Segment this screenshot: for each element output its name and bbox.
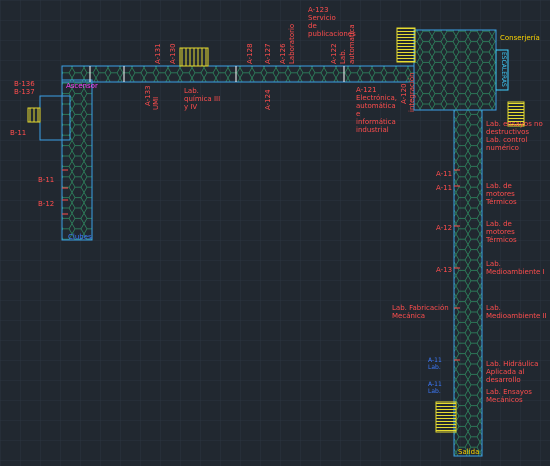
lab-quimica-line1: Lab. [184,87,199,95]
lab-ensmec-line2: Mecánicos [486,396,523,404]
lab-medio2-line2: Medioambiente II [486,312,547,320]
room-label-a121-sub4: informática [356,118,396,126]
blue-label-b: A-11 [428,381,442,388]
room-label-a122-sub2: automatica [348,24,356,64]
lab-hidra-line3: desarrollo [486,376,521,384]
stair-west [27,107,41,123]
stair-east [507,101,525,127]
lab-fab-line2: Mecánica [392,312,425,320]
elevator-label: Ascensor [66,82,98,90]
room-label-a123-sub1: Servicio [308,14,336,22]
blue-label-a-sub: Lab. [428,364,441,371]
room-label-a120-sub: integración [408,72,416,112]
west-corridor [61,79,93,241]
blue-label-a: A-11 [428,357,442,364]
east-corridor [453,109,483,457]
room-label-b12: B-12 [38,200,54,208]
lab-control-line1: Lab. control [486,136,527,144]
lab-motores2-line2: motores [486,228,515,236]
stair-lobby [396,27,416,63]
lab-hidra-line2: Aplicada al [486,368,525,376]
main-corridor [61,65,415,83]
room-label-a120: A-120 [400,83,408,104]
lab-medio1-line2: Medioambiente I [486,268,545,276]
room-label-a123: A-123 [308,6,329,14]
door-ticks [89,66,345,82]
room-label-b11b: B-11 [38,176,54,184]
lab-motores1-line3: Térmicos [485,198,517,206]
room-label-a123-sub2: de [308,22,317,30]
room-label-b137: B-137 [14,88,35,96]
stair-north [179,47,209,67]
room-label-a121-sub5: industrial [356,126,389,134]
lab-ensayos-line1: Lab. ensayos no [486,120,543,128]
room-label-a12: A-12 [436,224,452,232]
lab-motores2-line3: Térmicos [485,236,517,244]
stair-south [435,401,457,433]
lab-motores1-line1: Lab. de [486,182,512,190]
conserjeria-label: Conserjería [500,34,540,42]
lab-ensmec-line1: Lab. Ensayos [486,388,532,396]
room-label-a128: A-128 [246,43,254,64]
north-room-labels: A-131 A-130 A-128 A-127 A-126 Laboratori… [154,6,356,64]
blue-label-b-sub: Lab. [428,388,441,395]
room-label-a123-sub3: publicaciones [308,30,356,38]
corridors [39,29,497,457]
room-label-a121-sub2: automática [356,102,396,110]
blue-room-labels: A-11 Lab. A-11 Lab. [428,357,442,395]
room-label-a126: A-126 [279,43,287,64]
room-label-a133-sub: UMI [152,97,160,110]
lobby-area [413,29,497,111]
west-labels: B-136 B-137 B-11 B-11 B-12 [10,80,54,208]
east-lab-labels: Lab. ensayos no destructivos Lab. contro… [392,120,547,404]
stairs [27,27,525,433]
lab-hidra-line1: Lab. Hidráulica [486,360,538,368]
lab-control-line2: numérico [486,144,519,152]
lab-fab-line1: Lab. Fabricación [392,304,449,312]
lab-quimica-line2: química III [184,95,220,103]
room-label-a121: A-121 [356,86,377,94]
room-label-a11b: A-11 [436,184,452,192]
room-label-a126-sub: Laboratorio [288,24,296,64]
room-label-a121-sub3: e [356,110,360,118]
clubes-label: Clubes [68,233,92,241]
lab-medio1-line1: Lab. [486,260,501,268]
east-room-numbers: A-11 A-11 A-12 A-13 [436,170,452,274]
lab-motores2-line1: Lab. de [486,220,512,228]
south-corridor-labels: A-133 UMI A-124 A-120 integración Lab. q… [144,72,416,134]
room-label-b11: B-11 [10,129,26,137]
lab-ensayos-line2: destructivos [486,128,529,136]
room-label-a11a: A-11 [436,170,452,178]
room-label-a124: A-124 [264,89,272,110]
lab-medio2-line1: Lab. [486,304,501,312]
room-label-a131: A-131 [154,43,162,64]
room-label-a121-sub1: Electrónica, [356,94,397,102]
room-label-b136: B-136 [14,80,35,88]
room-label-a13: A-13 [436,266,452,274]
elevator-shaft [495,49,509,91]
room-ticks [62,169,460,361]
exit-label: Salida [458,448,479,456]
room-label-a122-sub1: Lab. [339,49,347,64]
stairs-tag: ESCALERAS [500,52,507,87]
room-label-a127: A-127 [264,43,272,64]
room-label-a133: A-133 [144,85,152,106]
lab-quimica-line3: y IV [184,103,197,111]
room-label-a122: A-122 [330,43,338,64]
lab-motores1-line2: motores [486,190,515,198]
room-label-a130: A-130 [169,43,177,64]
